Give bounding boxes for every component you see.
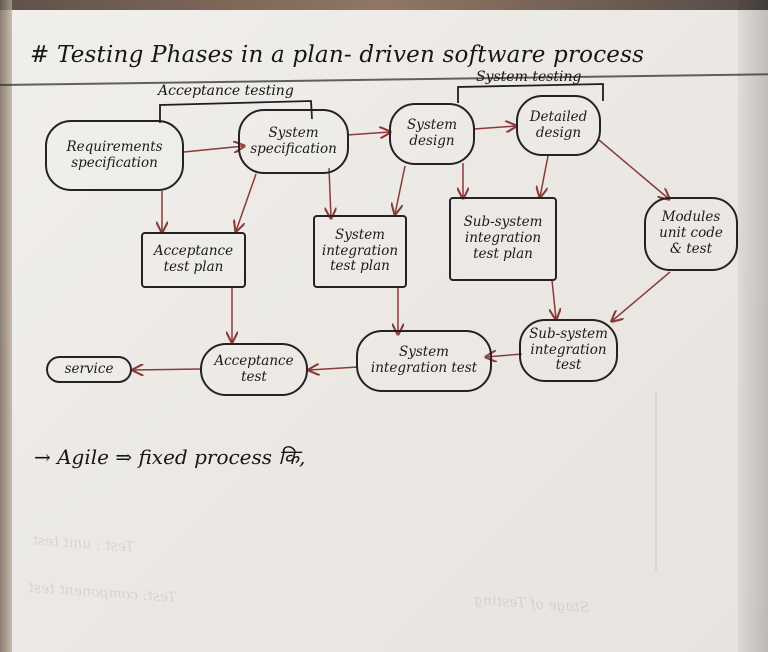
arrow-system-spec-to-acceptance-plan xyxy=(236,173,257,231)
system-specification-node: System specification xyxy=(238,109,349,174)
page-title: # Testing Phases in a plan- driven softw… xyxy=(30,42,645,68)
top-background-edge xyxy=(0,0,768,10)
bleed-through-text-2: Test : unit test xyxy=(31,532,135,556)
subsystem-integration-test-node: Sub-system integration test xyxy=(519,319,618,382)
system-design-node: System design xyxy=(389,103,475,165)
arrow-system-design-to-detailed-design xyxy=(473,126,516,129)
arrow-system-design-to-system-integration-plan xyxy=(395,165,406,214)
title-underline xyxy=(0,73,768,86)
acceptance-test-plan-node: Acceptance test plan xyxy=(141,232,246,288)
bleed-through-text-1: Stage of Testing xyxy=(473,592,590,616)
module-unit-code-test-node: Modules unit code & test xyxy=(644,197,738,271)
subsystem-integration-test-plan-node: Sub-system integration test plan xyxy=(449,197,557,281)
detailed-design-node: Detailed design xyxy=(516,95,601,156)
right-page-shadow xyxy=(738,0,768,652)
arrow-detailed-design-to-module xyxy=(598,139,669,199)
service-node: service xyxy=(46,356,132,383)
acceptance-testing-label: Acceptance testing xyxy=(158,83,294,99)
left-paper-edge xyxy=(0,0,12,652)
system-testing-label: System testing xyxy=(476,69,582,85)
system-integration-test-node: System integration test xyxy=(356,330,492,392)
arrow-system-test-to-acceptance-test xyxy=(309,367,359,370)
arrow-system-spec-to-system-design xyxy=(346,132,390,135)
arrow-acceptance-test-to-service xyxy=(133,369,202,370)
arrow-system-spec-to-system-integration-plan xyxy=(329,167,331,218)
arrow-requirements-to-system-spec xyxy=(183,146,244,152)
system-integration-test-plan-node: System integration test plan xyxy=(313,215,407,288)
acceptance-test-node: Acceptance test xyxy=(200,343,308,396)
requirements-specification-node: Requirements specification xyxy=(45,120,184,191)
arrow-module-to-subsystem-test xyxy=(612,271,671,321)
bleed-through-text-3: Test: component test xyxy=(27,579,177,607)
agile-note: → Agile ⇒ fixed process कि, xyxy=(34,445,306,469)
arrow-detailed-design-to-subsystem-plan xyxy=(540,155,549,197)
arrow-subsystem-plan-to-subsystem-test xyxy=(552,279,556,319)
